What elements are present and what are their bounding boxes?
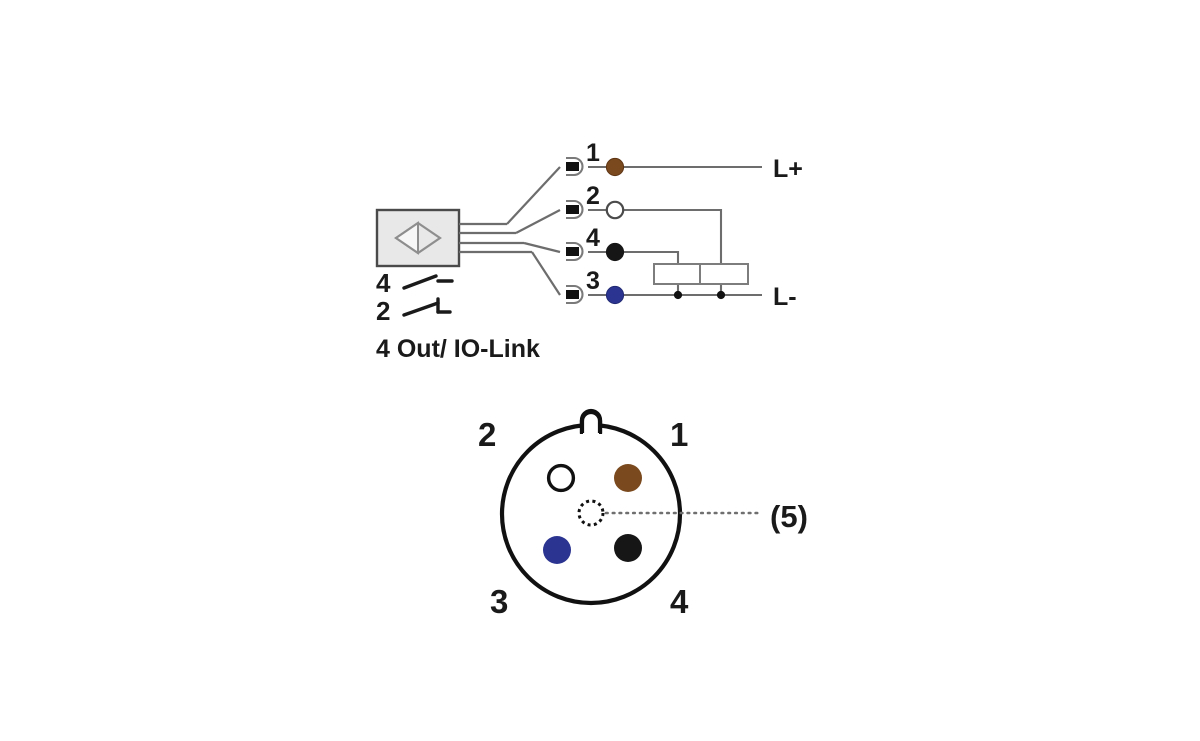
junction-dot-left [673,290,683,300]
sensor-cable-leads [459,166,561,296]
switch-legend-label-2: 2 [376,296,390,326]
connector-label-2: 2 [478,416,496,453]
terminal-4 [566,241,584,262]
terminal-plug-icon [566,247,579,256]
switch-legend-label-4: 4 [376,268,391,298]
connector-pin-4-black [614,534,642,562]
terminal-plug-icon [566,290,579,299]
lead-diagonal-1 [506,166,561,225]
wiring-pin-label-4: 4 [586,224,600,252]
connector-pin-2-white [546,463,576,493]
wire-color-dot-blue-pin3 [605,285,625,305]
connector-label-3: 3 [490,583,508,620]
terminal-1 [566,156,584,177]
junction-dot-right [716,290,726,300]
connector-pinout-group: 2 1 3 4 (5) [478,408,808,620]
normally-open-contact-icon [402,274,454,290]
load-box-right [699,263,749,285]
connector-keyway-stroke [579,409,603,433]
wiring-pin-label-2: 2 [586,182,600,210]
inductive-sensor-diamond-half-icon [394,221,419,255]
lead-diagonal-3 [531,251,561,296]
wiring-pin-label-3: 3 [586,267,600,295]
connector-label-1: 1 [670,416,688,453]
lead-diagonal-4 [523,241,561,254]
diagram-caption: 4 Out/ IO-Link [376,335,540,363]
wire-pin2-to-load-right [588,208,723,264]
load-box-left [653,263,703,285]
terminal-socket-icon [566,156,584,177]
connector-pin-3-blue [543,536,571,564]
wiring-pin-label-1: 1 [586,139,600,167]
wire-color-dot-white-pin2 [605,200,625,220]
terminal-2 [566,199,584,220]
terminal-socket-icon [566,284,584,305]
wire-pin4-to-load-left [588,250,680,264]
rail-label-lplus: L+ [773,155,803,183]
connector-label-4: 4 [670,583,689,620]
connector-pin-1-brown [614,464,642,492]
changeover-contact-icon [402,297,452,317]
sensor-body-group [375,208,461,268]
rail-label-lminus: L- [773,283,797,311]
connector-label-5: (5) [770,499,808,534]
connector-pin-5-center [577,499,605,527]
lead-diagonal-2 [515,209,561,234]
terminal-plug-icon [566,205,579,214]
terminal-socket-icon [566,241,584,262]
terminal-plug-icon [566,162,579,171]
terminal-3 [566,284,584,305]
wire-color-dot-brown-pin1 [605,157,625,177]
terminal-socket-icon [566,199,584,220]
wire-color-dot-black-pin4 [605,242,625,262]
